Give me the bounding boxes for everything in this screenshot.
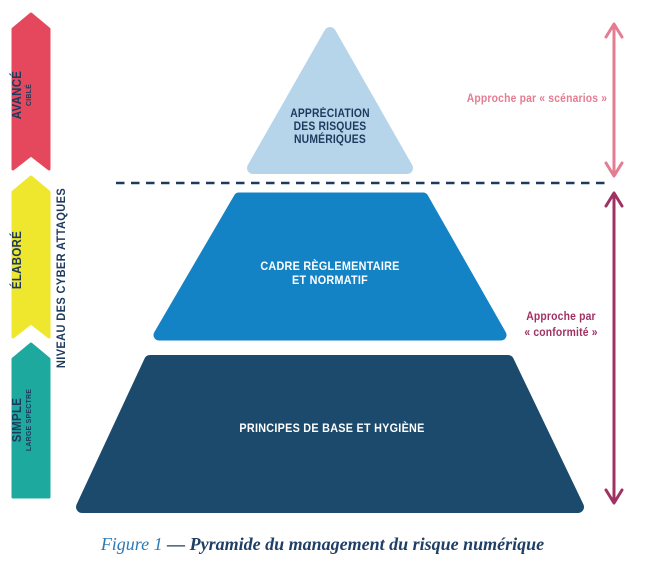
pyramid-middle-label: CADRE RÈGLEMENTAIRE ET NORMATIF xyxy=(240,259,420,287)
level-advanced-subtitle: CIBLÉ xyxy=(24,83,33,107)
figure-caption-title: — Pyramide du management du risque numér… xyxy=(167,534,545,554)
figure-caption: Figure 1 — Pyramide du management du ris… xyxy=(0,534,645,555)
scenarios-annotation: Approche par « scénarios » xyxy=(465,91,609,107)
pyramid-middle-line-1: CADRE RÈGLEMENTAIRE xyxy=(260,259,400,273)
pyramid-top-line-3: NUMÉRIQUES xyxy=(294,134,366,146)
pyramid-bottom-label: PRINCIPES DE BASE ET HYGIÈNE xyxy=(224,421,440,435)
pyramid-top-line-2: DES RISQUES xyxy=(293,121,367,133)
conformity-arrow xyxy=(604,191,624,505)
conformity-annotation-line-2: « conformité » xyxy=(524,327,598,339)
conformity-annotation-line-1: Approche par xyxy=(526,311,596,323)
pyramid-bottom-shape xyxy=(76,355,584,513)
level-simple-label: SIMPLE LARGE SPECTRE xyxy=(10,356,51,485)
pyramid-bottom-line-1: PRINCIPES DE BASE ET HYGIÈNE xyxy=(239,421,425,435)
chevron-advanced-shape xyxy=(11,12,51,171)
level-simple-subtitle: LARGE SPECTRE xyxy=(24,388,33,452)
level-elabore-title: ÉLABORÉ xyxy=(10,230,24,290)
level-advanced-label: AVANCÉ CIBLÉ xyxy=(10,31,51,160)
axis-label: NIVEAU DES CYBER ATTAQUES xyxy=(54,187,68,369)
pyramid-middle-line-2: ET NORMATIF xyxy=(292,273,368,287)
pyramid-top-line-1: APPRÉCIATION xyxy=(290,108,370,120)
conformity-annotation: Approche par « conformité » xyxy=(507,309,615,341)
pyramid-top-shape xyxy=(247,27,413,174)
scenarios-arrow xyxy=(604,22,624,178)
level-advanced-title: AVANCÉ xyxy=(10,70,24,120)
level-simple-title: SIMPLE xyxy=(10,397,24,443)
figure-caption-number: Figure 1 xyxy=(100,534,163,554)
scenarios-annotation-line-1: Approche par « scénarios » xyxy=(466,93,608,105)
chevron-elabore-shape xyxy=(11,175,51,339)
pyramid-top-label: APPRÉCIATION DES RISQUES NUMÉRIQUES xyxy=(258,108,402,147)
chevron-simple-shape xyxy=(11,342,51,499)
level-elabore-label: ÉLABORÉ xyxy=(10,196,51,325)
pyramid-middle-shape xyxy=(153,192,507,341)
